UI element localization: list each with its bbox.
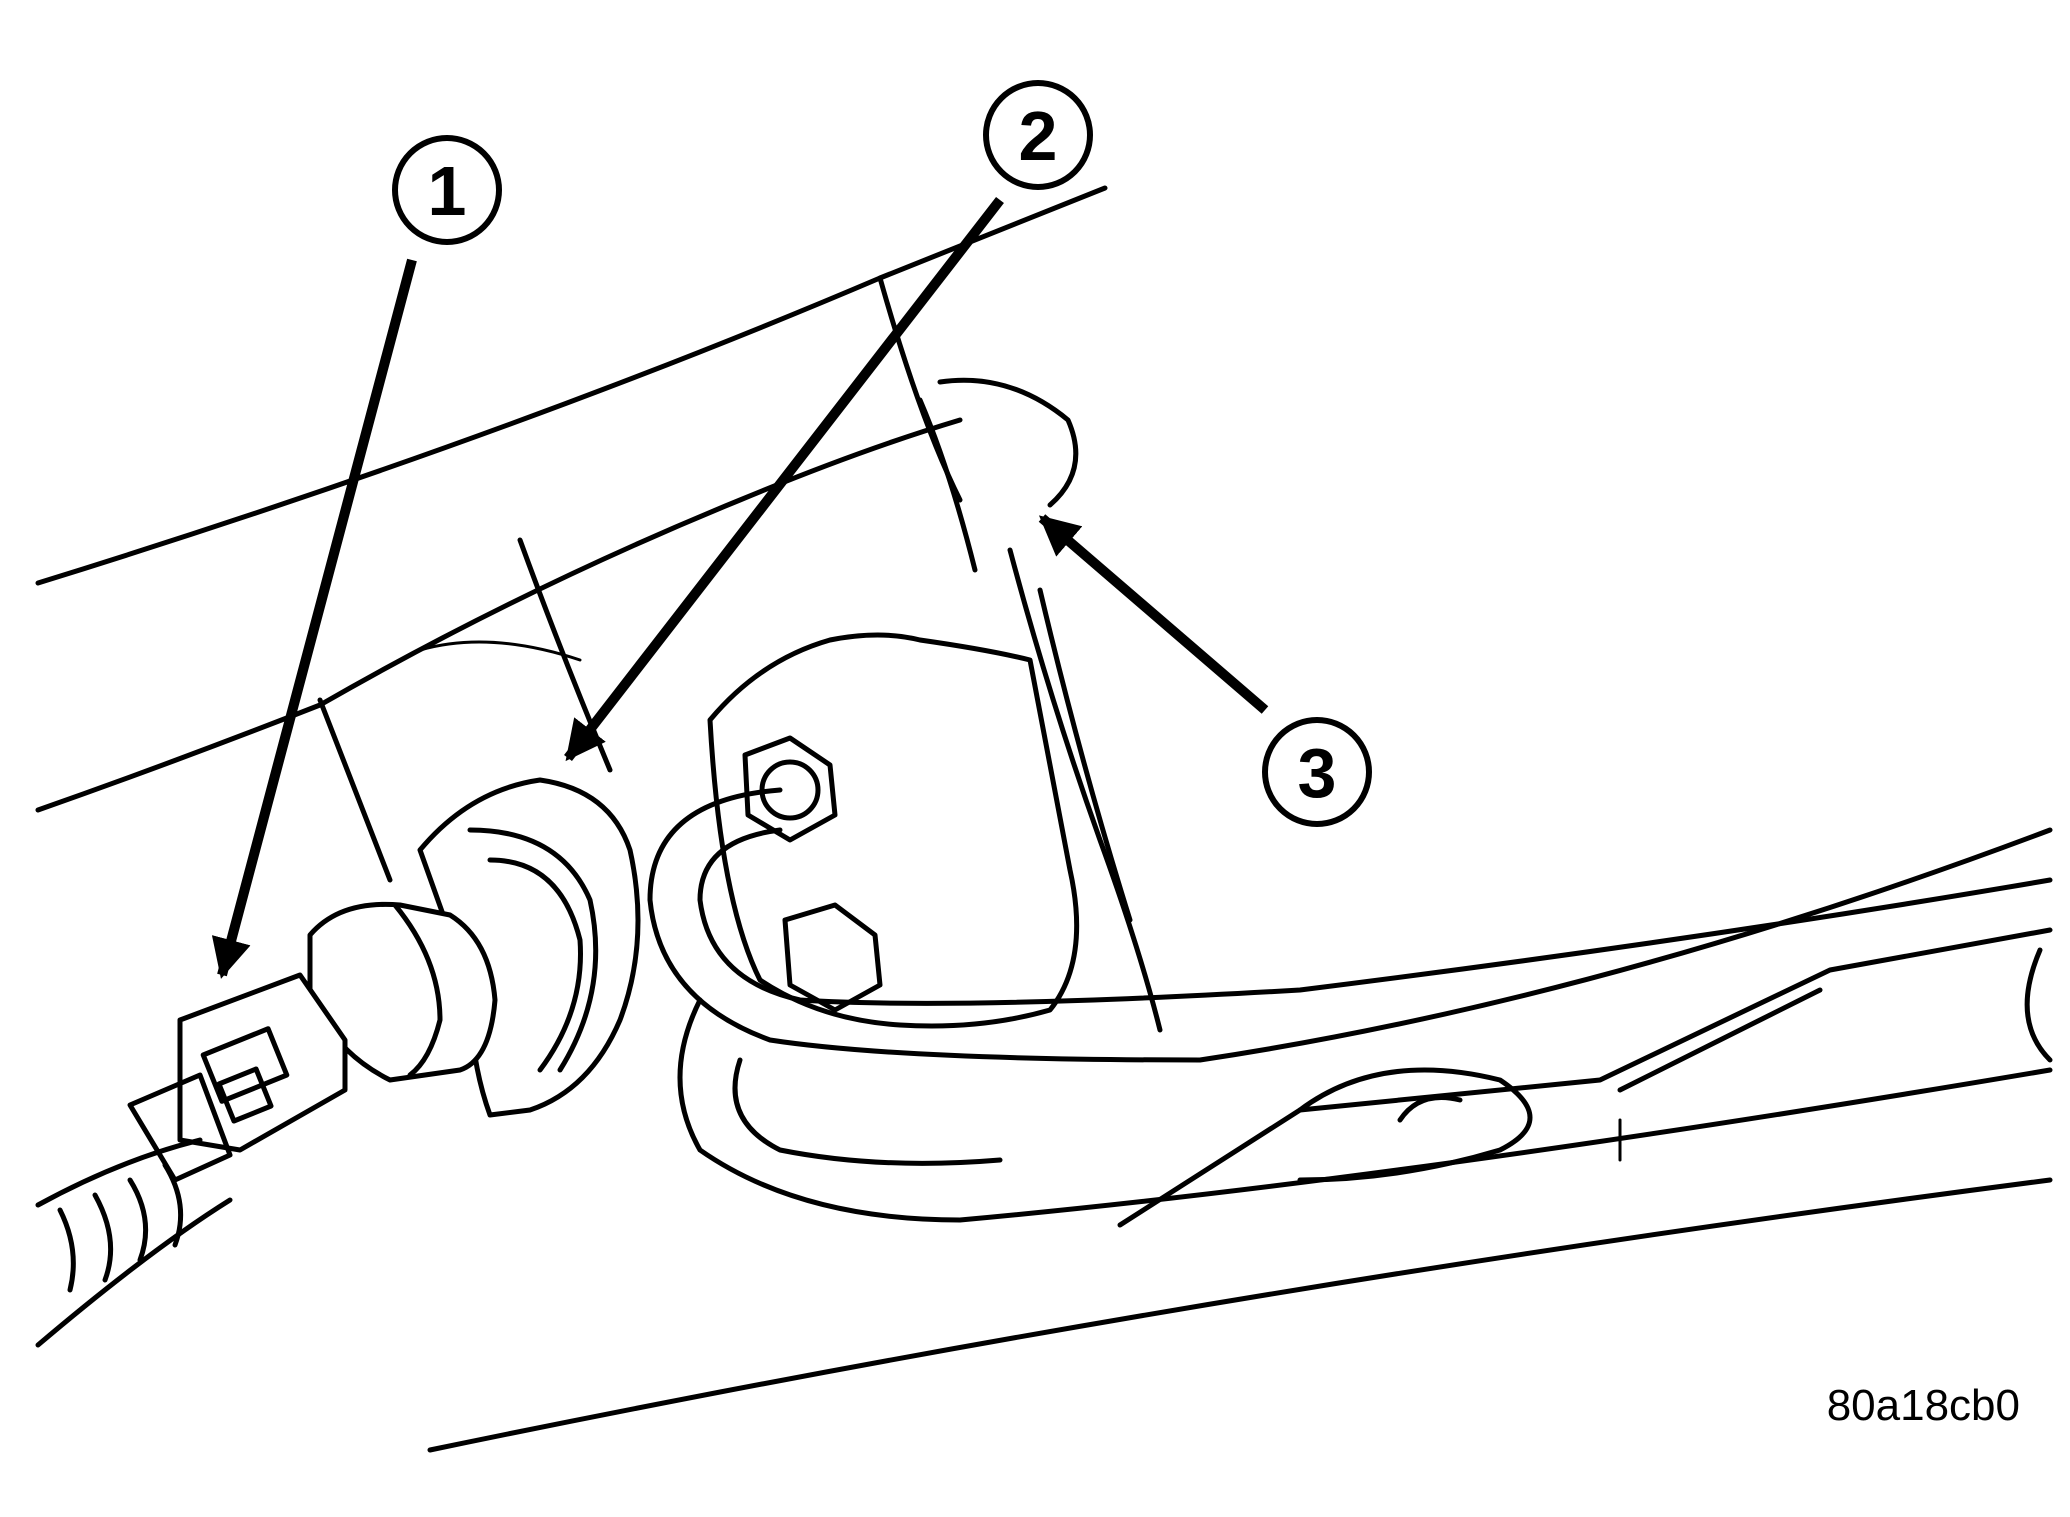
callout-3: 3	[1262, 717, 1372, 827]
callout-2: 2	[983, 80, 1093, 190]
callout-1-label: 1	[428, 152, 467, 230]
sensor-hex	[307, 901, 498, 1083]
bolt-lower	[782, 902, 883, 1013]
leader-arrow-1	[211, 258, 417, 979]
callout-2-label: 2	[1019, 97, 1058, 175]
crossmember	[427, 927, 2053, 1453]
wiring-harness	[35, 1137, 233, 1348]
leader-arrow-2	[564, 196, 1004, 762]
callout-1: 1	[392, 135, 502, 245]
figure-id-label: 80a18cb0	[1827, 1381, 2020, 1430]
callout-3-label: 3	[1298, 734, 1337, 812]
electrical-connector	[127, 972, 348, 1183]
leader-arrow-3	[1038, 514, 1269, 714]
bent-tube	[647, 787, 2053, 1223]
